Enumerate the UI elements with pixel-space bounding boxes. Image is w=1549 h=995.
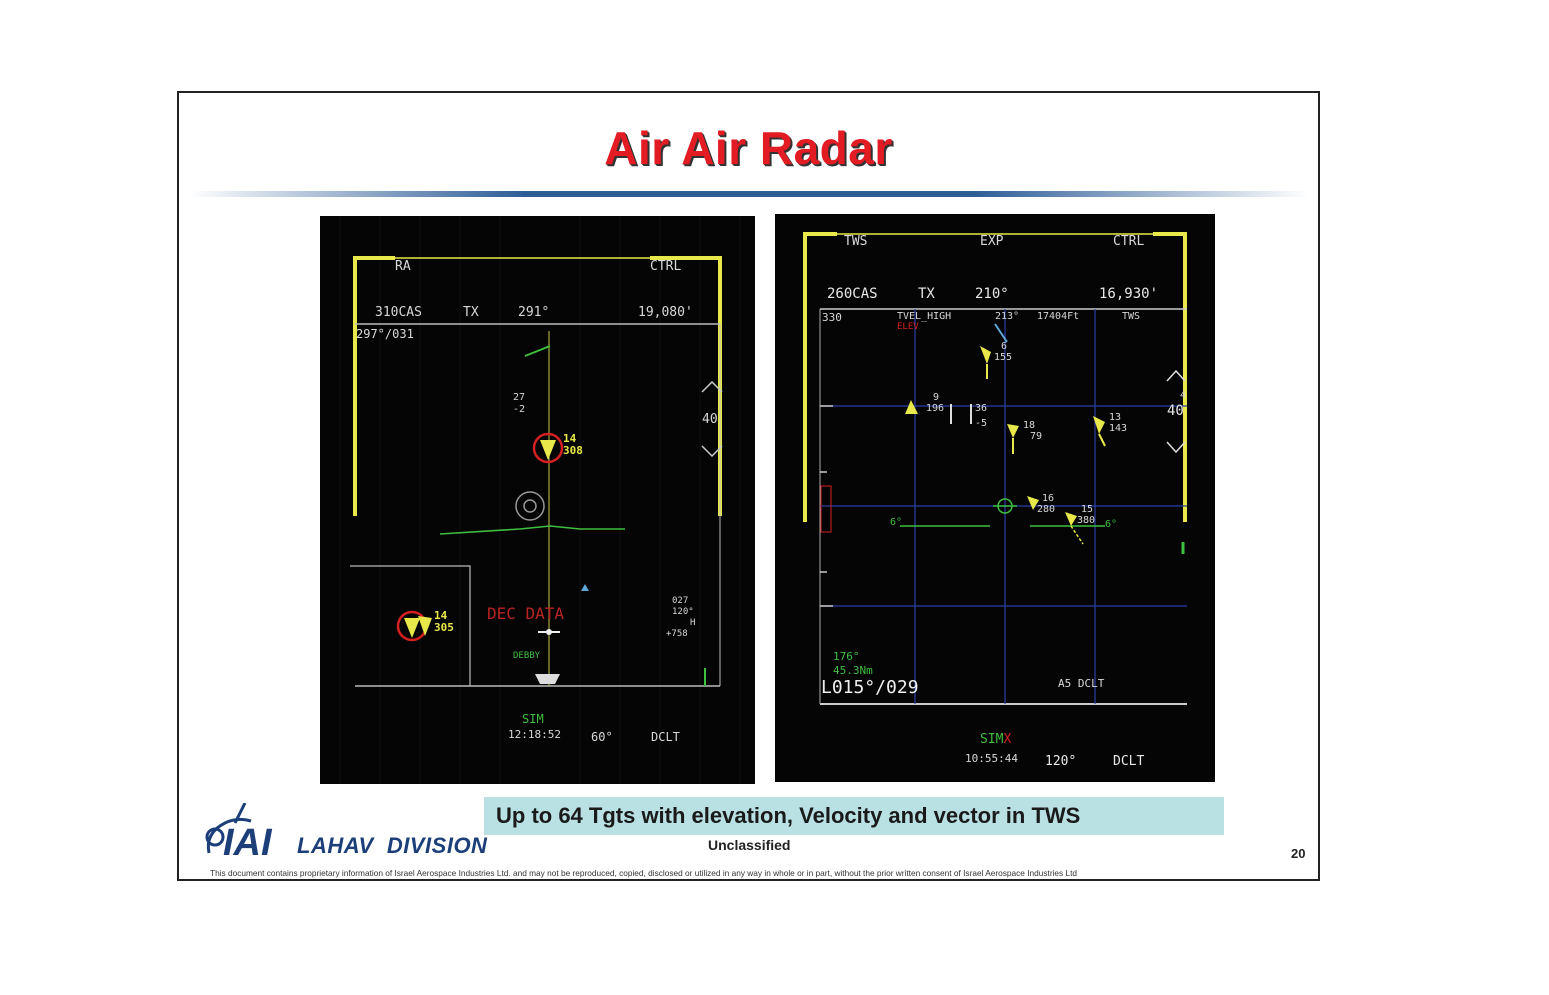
- right-bearing-range: L015°/029: [821, 677, 919, 698]
- right-target-2-icon: [905, 400, 918, 414]
- right-target-5-speed: 143: [1109, 423, 1128, 434]
- right-target-6-speed: 280: [1037, 504, 1056, 515]
- left-dclt-label[interactable]: DCLT: [651, 730, 680, 744]
- right-ctrl-label[interactable]: CTRL: [1113, 234, 1145, 249]
- left-scale-value: 40: [702, 412, 718, 427]
- right-target-3-elev: 36: [975, 403, 988, 414]
- right-target-6-icon: [1027, 496, 1039, 510]
- classification-label: Unclassified: [708, 837, 791, 853]
- right-green-2: 45.3Nm: [833, 664, 873, 677]
- right-target-4-speed: 79: [1030, 431, 1043, 442]
- right-bracket-top-left: [803, 232, 837, 522]
- left-sim-label: SIM: [522, 712, 544, 726]
- left-target-1-bottom: -2: [513, 404, 526, 415]
- left-altitude: 19,080': [638, 305, 693, 320]
- right-green-1: 176°: [833, 650, 860, 663]
- logo-text: IAI: [223, 822, 273, 863]
- left-target-2-id: 14: [434, 609, 448, 622]
- right-target-4-icon: [1007, 424, 1019, 438]
- title-underline: [189, 191, 1308, 197]
- right-tx-label: TX: [918, 286, 935, 302]
- left-time: 12:18:52: [508, 728, 561, 741]
- left-target-2-icon: [404, 618, 420, 638]
- right-deg-left: 6°: [890, 517, 903, 528]
- left-heading: 291°: [518, 305, 550, 320]
- right-altitude: 16,930': [1099, 286, 1159, 302]
- right-target-5-icon: [1093, 416, 1105, 434]
- right-target-7-icon: [1065, 512, 1077, 526]
- left-radar-display: RA CTRL 310CAS TX 291° 19,080' 297°/031 …: [320, 216, 755, 784]
- right-target-3-elev2: -5: [975, 418, 988, 429]
- right-bracket-top-right: [1153, 232, 1187, 522]
- left-info-1: 027: [672, 596, 689, 606]
- right-target-alt: 17404Ft: [1037, 311, 1080, 322]
- left-scale-down-icon: [701, 445, 723, 458]
- disclaimer-text: This document contains proprietary infor…: [210, 868, 1078, 878]
- left-mode-label[interactable]: RA: [395, 259, 411, 274]
- left-target-1-id: 14: [563, 432, 577, 445]
- slide: Air Air Radar: [177, 91, 1320, 881]
- right-target-5-id: 13: [1109, 412, 1122, 423]
- left-target-1-ring: [532, 432, 564, 464]
- right-target-1-id: 6: [1001, 341, 1008, 352]
- left-ctrl-label[interactable]: CTRL: [650, 259, 682, 274]
- slide-title: Air Air Radar: [604, 122, 893, 174]
- right-dclt-label[interactable]: DCLT: [1113, 754, 1145, 769]
- left-boresight: [515, 491, 545, 521]
- right-target-7-speed: 380: [1077, 515, 1096, 526]
- left-scale-up-icon: [701, 380, 723, 393]
- right-heading: 210°: [975, 286, 1009, 302]
- right-sim-label: SIM: [980, 732, 1004, 747]
- left-bracket-top-left: [353, 256, 395, 286]
- left-scan-angle: 60°: [591, 730, 613, 744]
- right-time: 10:55:44: [965, 752, 1018, 765]
- left-target-2-speed: 305: [434, 621, 454, 634]
- right-target-4-id: 18: [1023, 420, 1036, 431]
- right-tws-small: TWS: [1122, 311, 1141, 322]
- right-mode-label[interactable]: TWS: [844, 234, 868, 249]
- right-scale-up-icon: [1166, 369, 1186, 382]
- right-scale-value: 40: [1167, 403, 1184, 419]
- left-target-1-icon: [540, 440, 556, 460]
- right-radar-display: TWS EXP CTRL 260CAS TX 210° 16,930' 330 …: [775, 214, 1215, 782]
- right-scan-angle: 120°: [1045, 754, 1077, 769]
- left-blue-marker: [581, 584, 589, 591]
- right-scale-top: 4: [1180, 390, 1187, 401]
- right-target-bearing: 213°: [995, 311, 1020, 322]
- right-sim-x: X: [1003, 732, 1012, 747]
- right-a5-label: A5 DCLT: [1058, 677, 1105, 690]
- right-target-2-id: 9: [933, 392, 940, 403]
- left-debby-label: DEBBY: [513, 651, 541, 661]
- left-info-3: H: [690, 618, 696, 628]
- division-label: LAHAV DIVISION: [297, 833, 488, 858]
- iai-logo: IAI: [205, 803, 273, 863]
- left-tx-label: TX: [463, 305, 479, 320]
- right-target-1-icon: [980, 346, 991, 364]
- left-airspeed: 310CAS: [375, 305, 422, 320]
- left-horizon: [439, 525, 625, 535]
- left-target-1-speed: 308: [563, 444, 583, 457]
- left-info-4: +758: [666, 629, 688, 639]
- left-info-2: 120°: [672, 607, 694, 617]
- right-target-6-id: 16: [1042, 493, 1055, 504]
- page-number: 20: [1291, 846, 1306, 861]
- slide-caption: Up to 64 Tgts with elevation, Velocity a…: [484, 797, 1224, 835]
- right-tvel-label: TVEL_HIGH: [897, 311, 952, 322]
- right-sim-group: SIMX: [980, 732, 1011, 747]
- right-airspeed: 260CAS: [827, 286, 878, 302]
- left-dec-data-label: DEC DATA: [487, 604, 565, 623]
- right-scale-down-icon: [1166, 441, 1186, 454]
- left-radar-svg: [339, 216, 741, 784]
- right-exp-label[interactable]: EXP: [980, 234, 1004, 249]
- right-range-label: 330: [822, 311, 842, 324]
- right-deg-right: 6°: [1105, 519, 1118, 530]
- right-target-2-speed: 196: [926, 403, 945, 414]
- right-radar-svg: [803, 232, 1187, 705]
- right-target-1-speed: 155: [994, 352, 1013, 363]
- left-target-1-top: 27: [513, 392, 526, 403]
- right-target-7-id: 15: [1081, 504, 1094, 515]
- left-bearing-range: 297°/031: [356, 327, 414, 341]
- right-elev-label: ELEV: [897, 322, 919, 332]
